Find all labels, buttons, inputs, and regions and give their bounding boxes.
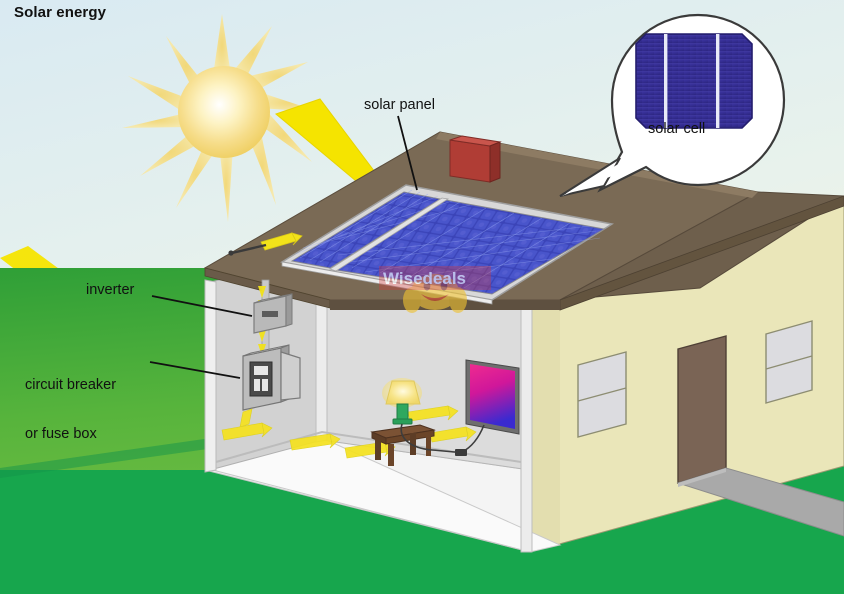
wall-outlet bbox=[455, 449, 467, 456]
chimney bbox=[449, 135, 502, 183]
window-left bbox=[577, 351, 627, 438]
table-lamp bbox=[382, 378, 422, 425]
leader-solar-panel bbox=[397, 115, 418, 191]
solar-panel-array bbox=[279, 184, 615, 305]
roof-wiring bbox=[228, 232, 303, 256]
page-title: Solar energy bbox=[14, 4, 107, 21]
fuse-box-door bbox=[280, 351, 301, 401]
label-solar-cell: solar cell bbox=[648, 121, 706, 137]
circuit-breaker-box bbox=[242, 344, 301, 411]
side-table bbox=[370, 424, 436, 466]
lamp-cord bbox=[400, 423, 457, 453]
label-solar-panel: solar panel bbox=[364, 97, 435, 113]
leader-lines bbox=[149, 115, 418, 379]
label-circuit-breaker-line1: circuit breaker bbox=[25, 377, 117, 394]
inverter bbox=[253, 293, 293, 334]
roof-eave-under bbox=[330, 300, 560, 310]
label-circuit-breaker-line2: or fuse box bbox=[25, 426, 97, 443]
label-circuit-breaker: circuit breaker or fuse box bbox=[25, 345, 116, 475]
label-inverter: inverter bbox=[86, 282, 135, 298]
roof-right-face bbox=[559, 191, 844, 301]
sun bbox=[122, 14, 320, 222]
cutaway-edge-right bbox=[520, 299, 533, 553]
wall-mounted-tv bbox=[465, 359, 520, 435]
solar-cell-graphic bbox=[635, 33, 753, 129]
cutaway-edge-left bbox=[204, 279, 217, 473]
front-door bbox=[677, 335, 727, 484]
concrete-walkway bbox=[676, 467, 844, 537]
solar-cell-callout bbox=[559, 13, 786, 197]
window-right bbox=[765, 320, 813, 404]
leader-circuit-breaker bbox=[149, 361, 241, 379]
leader-inverter bbox=[151, 295, 253, 317]
